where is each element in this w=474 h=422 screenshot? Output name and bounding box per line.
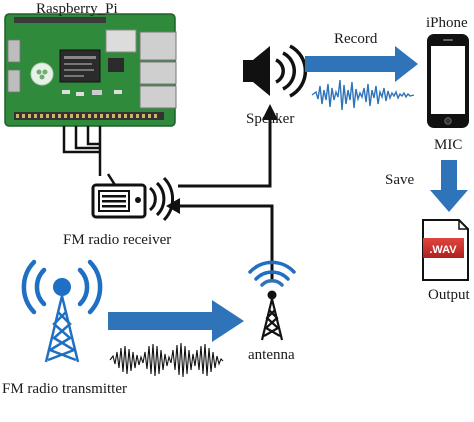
mic-label: MIC: [434, 137, 463, 153]
antenna-label: antenna: [248, 347, 295, 363]
gpio-wires: [62, 126, 102, 176]
arrowhead-up-to-speaker: [262, 104, 278, 120]
raspberry-pi-board: [4, 13, 177, 127]
output-label: Output: [428, 287, 470, 303]
speaker-label: Speaker: [246, 111, 295, 127]
transmit-waveform: [109, 342, 224, 378]
wav-badge-text: .WAV: [429, 244, 457, 256]
save-label: Save: [385, 172, 415, 188]
iphone-label: iPhone: [426, 15, 468, 31]
fm-receiver-label: FM radio receiver: [63, 232, 172, 248]
record-label: Record: [334, 31, 378, 47]
signal-lines: [178, 118, 274, 282]
record-arrow: [305, 46, 418, 82]
radio-tower-icon: [21, 259, 103, 363]
fm-transmitter-label: FM radio transmitter: [2, 381, 127, 397]
antenna-icon: [248, 260, 296, 341]
radio-receiver-icon: [91, 173, 175, 222]
iphone-icon: [427, 34, 469, 128]
waveform-icon: [311, 79, 415, 111]
wav-file-icon: [422, 219, 469, 281]
save-arrow: [430, 160, 468, 212]
transmit-arrow: [108, 300, 244, 342]
raspberry-pi-label: Raspberry_Pi: [36, 1, 118, 17]
arrowhead-left-to-receiver: [166, 198, 180, 214]
speaker-icon: [243, 44, 308, 98]
